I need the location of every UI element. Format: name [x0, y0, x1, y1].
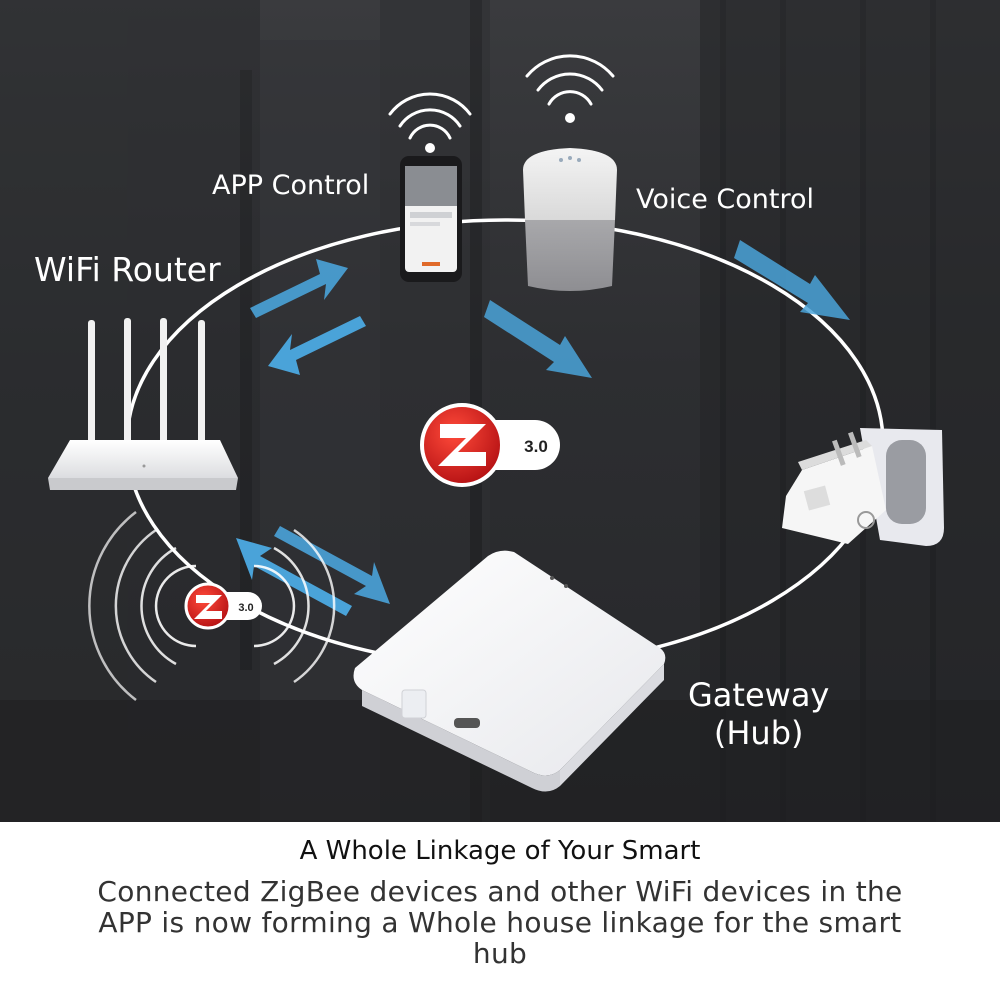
caption-panel	[0, 822, 1000, 1000]
arrow-voice-to-plug	[734, 240, 850, 320]
background-buildings	[0, 0, 1000, 822]
wifi-router	[48, 318, 238, 490]
wifi-signal-icon	[388, 92, 472, 153]
wifi-signal-icon	[525, 54, 615, 123]
gateway-hub	[353, 550, 666, 792]
gateway-label-line1: Gateway	[688, 676, 830, 714]
zigbee-logo-icon: 3.0	[184, 582, 262, 630]
caption-body: Connected ZigBee devices and other WiFi …	[97, 875, 903, 970]
smartphone	[400, 156, 462, 282]
arrow-speaker-to-center	[484, 300, 592, 378]
gateway-label: Gateway (Hub)	[688, 676, 829, 752]
app-control-label: APP Control	[212, 170, 370, 201]
gateway-label-line2: (Hub)	[713, 714, 804, 752]
zigbee-signal-arcs	[88, 511, 336, 701]
caption-title: A Whole Linkage of Your Smart	[299, 836, 701, 866]
zigbee-version-label-small: 3.0	[238, 602, 253, 614]
bidirectional-arrow-icon	[236, 526, 390, 616]
scene-background: 3.0 3.0 APP Control Voice Control WiFi R…	[0, 0, 1000, 822]
zigbee-version-label: 3.0	[524, 437, 548, 456]
zigbee-logo-icon: 3.0	[420, 403, 560, 487]
wifi-router-label: WiFi Router	[34, 250, 221, 289]
voice-control-label: Voice Control	[636, 184, 815, 215]
scene-graphics: 3.0 3.0	[0, 0, 1000, 822]
smart-speaker	[523, 148, 617, 291]
smart-plug	[782, 428, 944, 546]
bidirectional-arrow-icon	[250, 259, 366, 375]
